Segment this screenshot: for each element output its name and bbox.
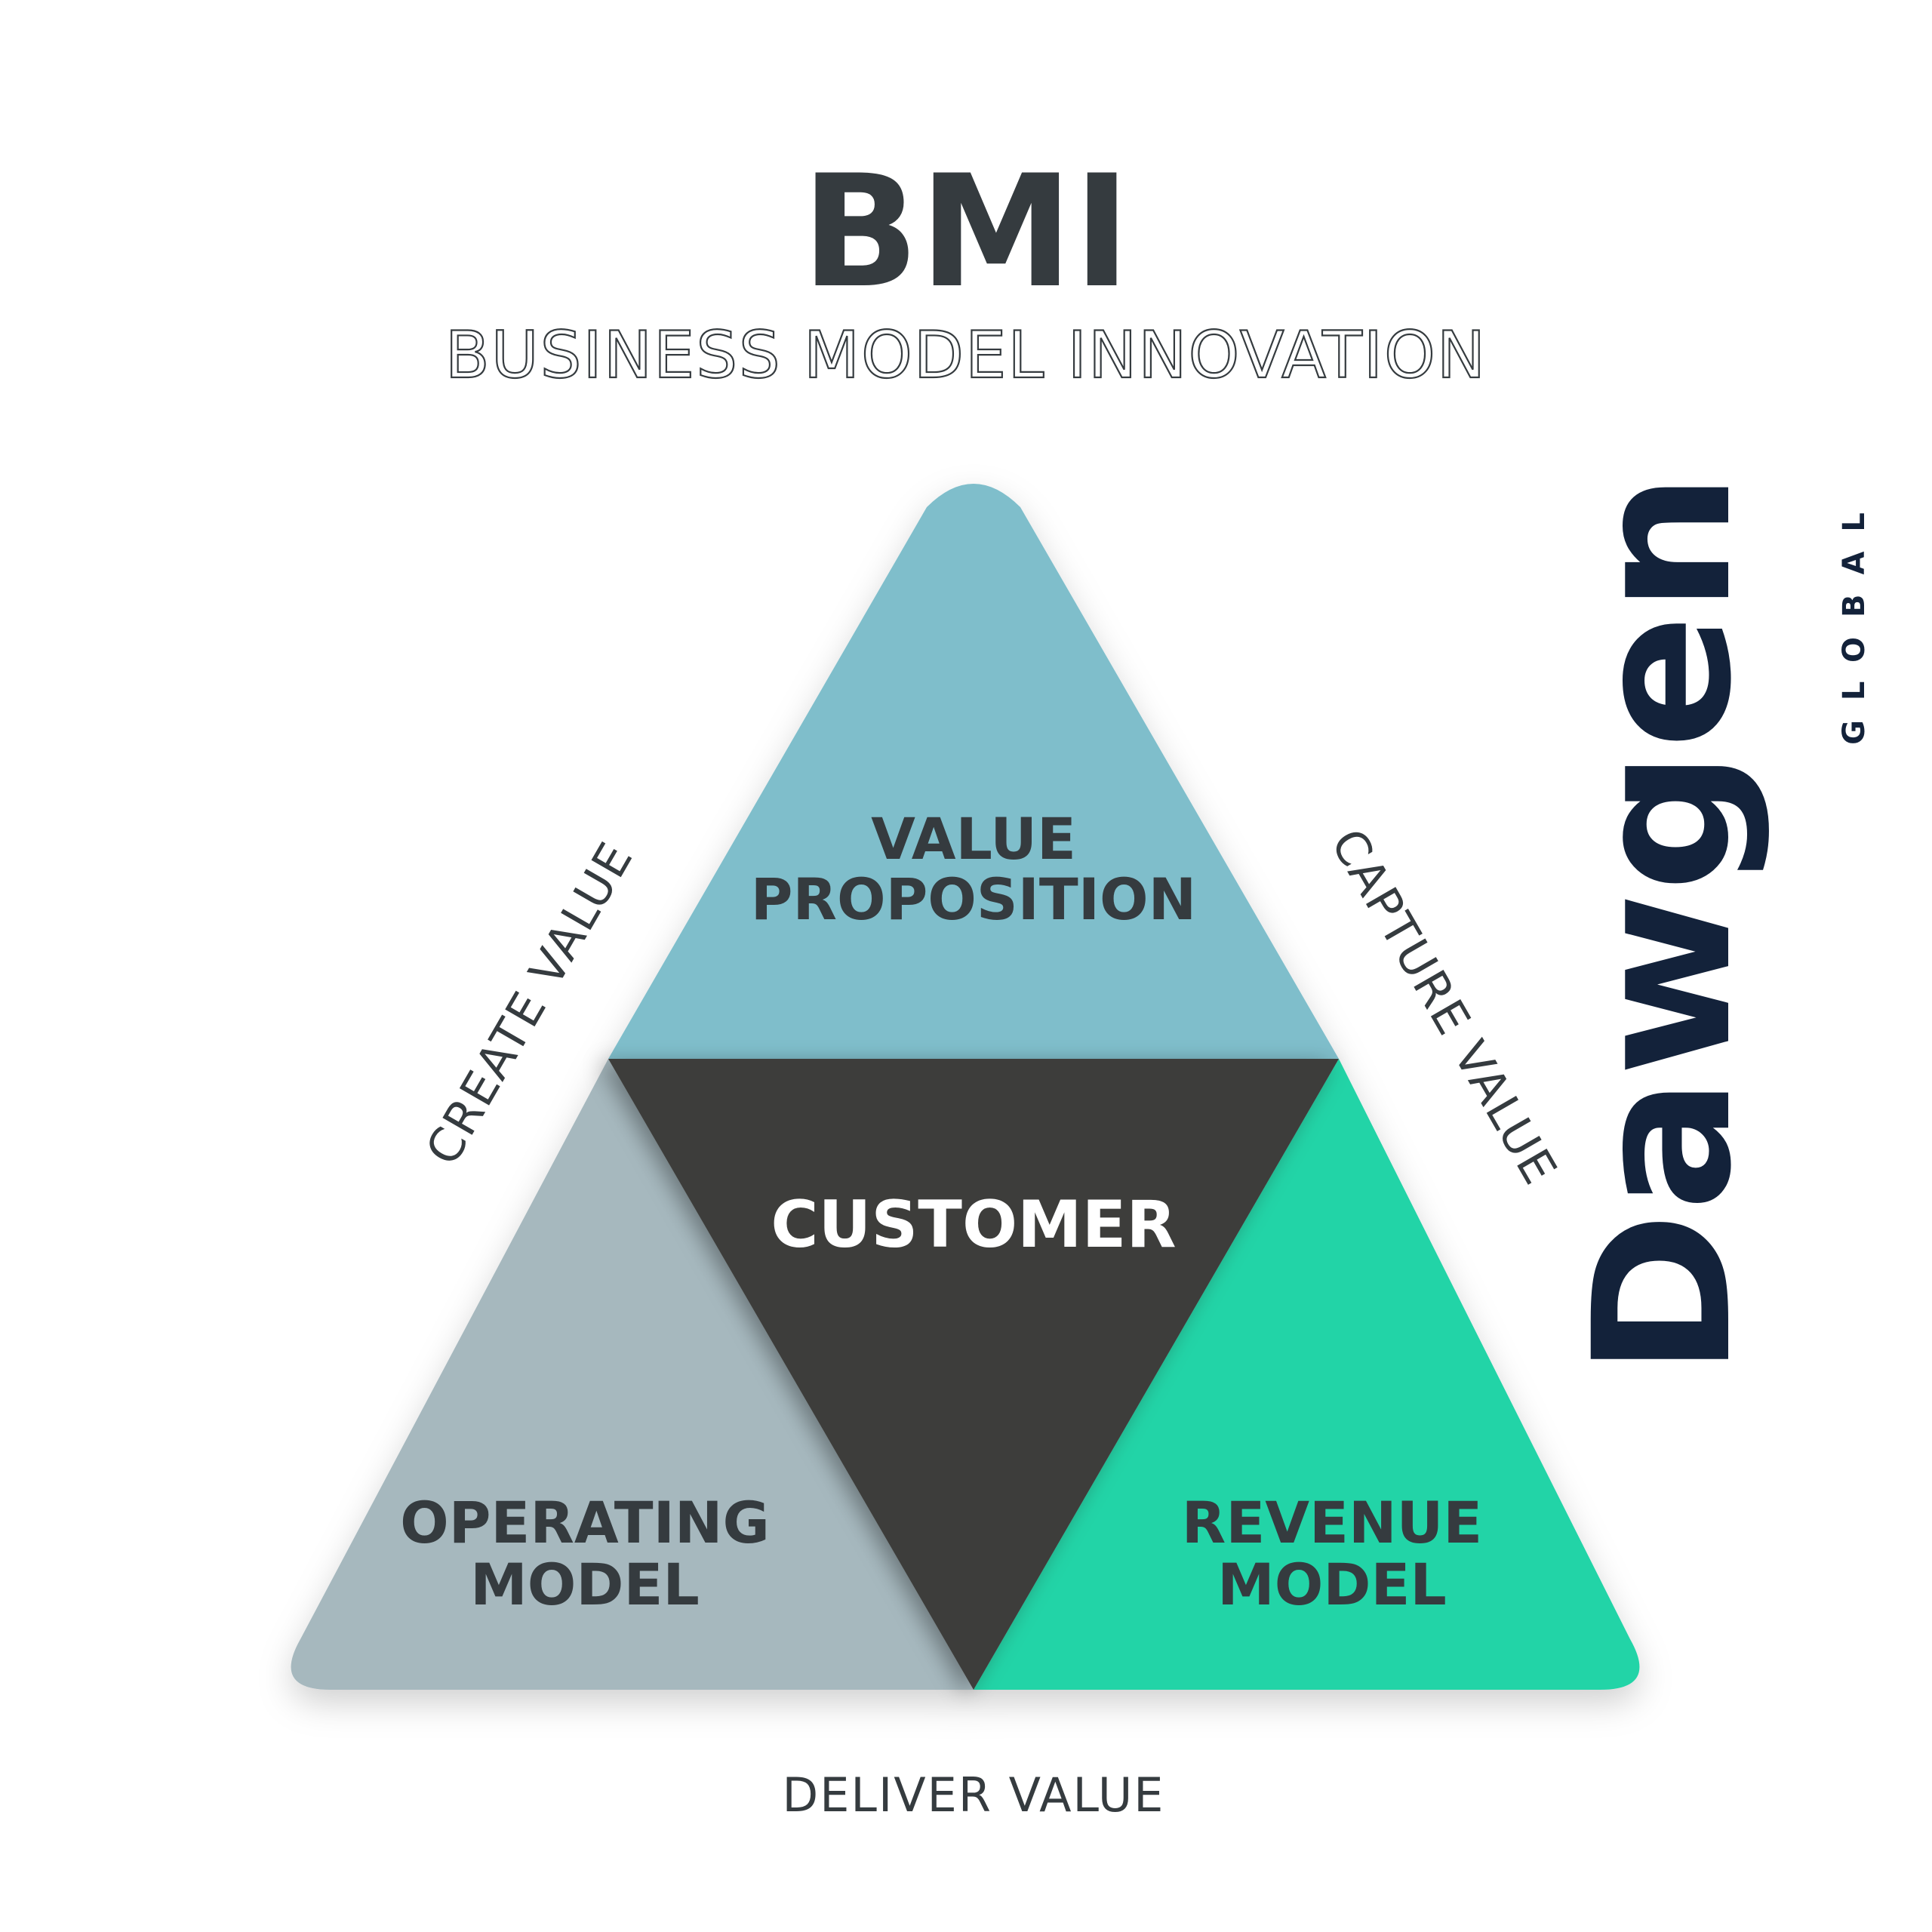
- value-proposition-label-line2: PROPOSITION: [751, 866, 1196, 933]
- customer-label: CUSTOMER: [771, 1187, 1176, 1263]
- page-subtitle: BUSINESS MODEL INNOVATION: [445, 318, 1487, 393]
- bmi-triangle: [291, 484, 1640, 1690]
- revenue-model-label-line2: MODEL: [1217, 1551, 1447, 1618]
- value-proposition-segment: [608, 484, 1339, 1059]
- revenue-model-segment: [974, 1059, 1640, 1690]
- page-title: BMI: [801, 143, 1131, 322]
- operating-model-segment: [291, 1059, 974, 1690]
- operating-model-label-line1: OPERATING: [400, 1489, 770, 1556]
- logo-wordmark: Dawgen: [1553, 472, 1773, 1377]
- customer-segment: [608, 1059, 1339, 1690]
- operating-model-label-line2: MODEL: [470, 1551, 700, 1618]
- deliver-value-label: DELIVER VALUE: [783, 1767, 1165, 1823]
- value-proposition-label-line1: VALUE: [871, 805, 1076, 872]
- logo-tagline: GLOBAL: [1837, 493, 1872, 745]
- revenue-model-label-line1: REVENUE: [1182, 1489, 1482, 1556]
- dawgen-logo: Dawgen GLOBAL: [1553, 472, 1872, 1377]
